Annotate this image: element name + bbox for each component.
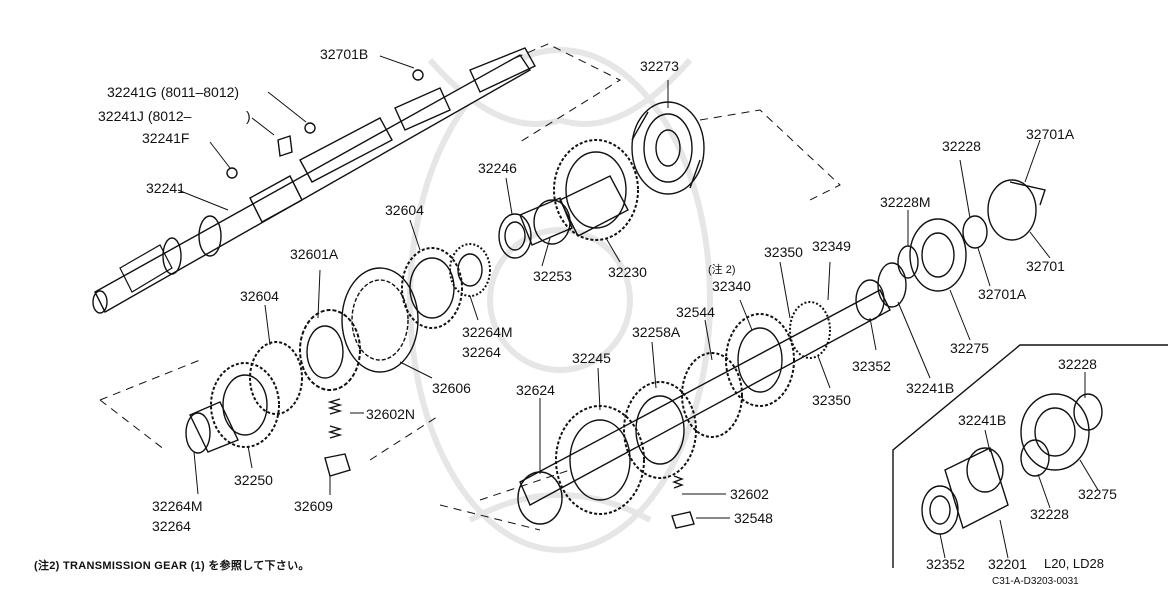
bushing-32241B bbox=[877, 262, 907, 308]
watermark-emblem bbox=[407, 47, 713, 553]
leader-lines bbox=[177, 55, 1099, 559]
label-32349: 32349 bbox=[812, 238, 851, 254]
spring-32602 bbox=[672, 475, 684, 489]
label-32253: 32253 bbox=[533, 268, 572, 284]
inset-snap-ring-32228-bottom bbox=[1020, 439, 1050, 477]
snap-ring-32228M bbox=[897, 245, 919, 279]
label-32602: 32602 bbox=[730, 486, 769, 502]
coupling-sleeve-32606 bbox=[341, 267, 419, 373]
label-32258A: 32258A bbox=[632, 324, 681, 340]
gear-32230 bbox=[553, 139, 639, 241]
label-32228-inset-top: 32228 bbox=[1058, 356, 1097, 372]
model-label: L20, LD28 bbox=[1044, 556, 1104, 571]
label-32241J-close: ) bbox=[246, 108, 251, 124]
label-32350-bottom: 32350 bbox=[812, 392, 851, 408]
label-32250: 32250 bbox=[234, 472, 273, 488]
gear-32340 bbox=[725, 313, 795, 407]
label-32701: 32701 bbox=[1026, 258, 1065, 274]
label-32246: 32246 bbox=[478, 160, 517, 176]
ball-32701B bbox=[412, 69, 424, 81]
ball-32241F bbox=[226, 167, 238, 179]
label-32201: 32201 bbox=[988, 556, 1027, 572]
mainshaft bbox=[92, 47, 536, 314]
inset-bearing-32275 bbox=[1020, 393, 1090, 471]
spring-32602N bbox=[327, 398, 343, 439]
label-32340: 32340 bbox=[712, 278, 751, 294]
label-32264M-mid: 32264M bbox=[462, 324, 513, 340]
label-32604-left: 32604 bbox=[240, 288, 279, 304]
label-32701B: 32701B bbox=[320, 46, 369, 62]
label-32275-mid: 32275 bbox=[950, 340, 989, 356]
label-32264M-bottom: 32264M bbox=[152, 498, 203, 514]
label-32273: 32273 bbox=[640, 58, 679, 74]
snap-ring-32228 bbox=[962, 215, 988, 249]
bushing-32253 bbox=[519, 197, 573, 246]
label-32544: 32544 bbox=[676, 304, 715, 320]
label-32352-mid: 32352 bbox=[852, 358, 891, 374]
gear-32544 bbox=[681, 352, 743, 438]
gear-32258A bbox=[623, 381, 697, 479]
insert-32548 bbox=[671, 511, 695, 529]
label-32245: 32245 bbox=[572, 350, 611, 366]
bearing-32273 bbox=[631, 101, 705, 195]
label-32241G: 32241G (8011–8012) bbox=[107, 84, 240, 100]
needle-bearing-32350 bbox=[789, 301, 831, 359]
label-32604-top: 32604 bbox=[385, 202, 424, 218]
footnote: (注2) TRANSMISSION GEAR (1) を参照して下さい。 bbox=[34, 560, 310, 572]
label-32264-mid: 32264 bbox=[462, 344, 501, 360]
dashed-outline bbox=[99, 43, 841, 531]
ball-32241G bbox=[304, 122, 316, 134]
label-32352-inset: 32352 bbox=[926, 556, 965, 572]
label-32241: 32241 bbox=[146, 180, 185, 196]
label-32548: 32548 bbox=[734, 510, 773, 526]
inset-spacer-32352 bbox=[921, 485, 959, 535]
plate-32701 bbox=[987, 179, 1046, 241]
label-note2: (注 2) bbox=[708, 264, 736, 276]
diagram-code: C31-A-D3203-0031 bbox=[992, 576, 1079, 587]
synchro-hub-32601A bbox=[299, 309, 361, 391]
needle-bearing-32264-mid bbox=[449, 243, 491, 297]
label-32624: 32624 bbox=[516, 382, 555, 398]
label-32701A-top: 32701A bbox=[1026, 126, 1075, 142]
bearing-32275 bbox=[909, 218, 967, 292]
label-32264-bottom: 32264 bbox=[152, 518, 191, 534]
needle-bearing-32264-bottom bbox=[185, 401, 239, 454]
label-32601A: 32601A bbox=[290, 246, 339, 262]
label-32701A-bottom: 32701A bbox=[978, 286, 1027, 302]
washer-32246 bbox=[498, 213, 532, 259]
label-32350-top: 32350 bbox=[764, 244, 803, 260]
label-32241B-mid: 32241B bbox=[906, 380, 955, 396]
label-32602N: 32602N bbox=[366, 406, 416, 422]
label-32228-top: 32228 bbox=[942, 138, 981, 154]
label-32609: 32609 bbox=[294, 498, 333, 514]
label-32241F: 32241F bbox=[142, 130, 190, 146]
inset-frame bbox=[892, 344, 1168, 568]
label-32228-inset-bottom: 32228 bbox=[1030, 506, 1069, 522]
inset-bushing-32201 bbox=[944, 447, 1009, 530]
gear-32250 bbox=[210, 362, 280, 448]
label-32241J: 32241J (8012– bbox=[98, 108, 192, 124]
label-32228M: 32228M bbox=[880, 194, 931, 210]
inset-snap-ring-32228-top bbox=[1073, 393, 1103, 431]
label-32275-inset: 32275 bbox=[1078, 486, 1117, 502]
label-32230: 32230 bbox=[608, 264, 647, 280]
label-32606: 32606 bbox=[432, 380, 471, 396]
label-32241B-inset: 32241B bbox=[958, 412, 1007, 428]
pin-32241J bbox=[277, 135, 293, 157]
insert-32609 bbox=[324, 453, 351, 477]
baulk-ring-32604-left bbox=[249, 341, 303, 415]
